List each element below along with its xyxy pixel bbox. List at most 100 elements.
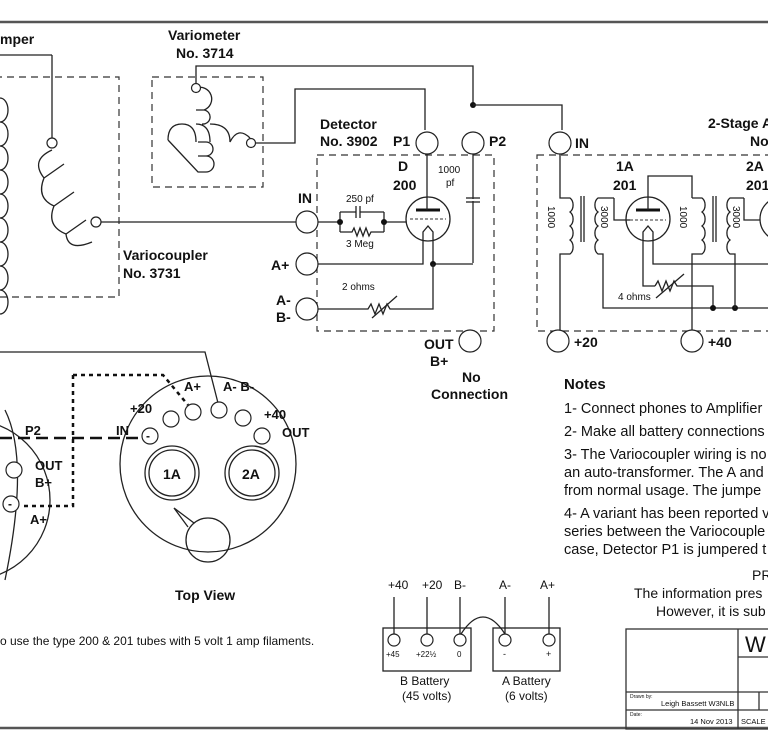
b-wire-plus20: +20 [422, 578, 443, 592]
amp-rheostat-label: 4 ohms [618, 292, 651, 303]
tv-a-plus-label: A+ [184, 379, 201, 394]
variocoupler-box [0, 76, 120, 298]
detector-number: No. 3902 [320, 133, 378, 149]
detector-b-minus-label: B- [276, 309, 291, 325]
variometer-box [151, 76, 264, 188]
note-line: series between the Variocouple [564, 524, 766, 540]
detector-a-plus-terminal[interactable] [295, 252, 319, 276]
grid-leak-network [318, 206, 406, 238]
title-block-title: W [745, 632, 766, 657]
grid-cap-label: 250 pf [346, 194, 374, 205]
no-connection-line1: No [462, 369, 481, 385]
b-wire-plus40: +40 [388, 578, 409, 592]
detector-out-label: OUT [424, 336, 454, 352]
drawn-by-value: Leigh Bassett W3NLB [661, 699, 734, 708]
detector-rheostat-label: 2 ohms [342, 282, 375, 293]
disclaimer-line1: PR [752, 567, 768, 583]
wire-variometer-to-p2 [195, 65, 474, 105]
amp-plus40-terminal[interactable] [680, 329, 704, 353]
tv-plus20-label: +20 [130, 401, 152, 416]
wire-variometer-to-p1 [256, 88, 426, 144]
tv-out-label: OUT [282, 425, 310, 440]
b-term-zero: 0 [457, 650, 462, 659]
rotor-bottom-terminal [90, 216, 102, 228]
jumper-label: mper [0, 31, 35, 47]
tv-socket1-label: 1A [163, 466, 181, 482]
transformer2-secondary-label: 3000 [730, 206, 741, 229]
drawn-by-label: Drawn by: [630, 694, 653, 700]
detector-out-terminal[interactable] [458, 329, 482, 353]
detector-p2-terminal[interactable] [461, 131, 485, 155]
disclaimer-line3: However, it is sub [656, 603, 766, 619]
b-wire-b-minus: B- [454, 578, 466, 592]
a-battery-volts: (6 volts) [505, 689, 548, 703]
amp-rheostat [654, 279, 714, 308]
detector-a-plus-label: A+ [271, 257, 289, 273]
top-view-panel [0, 351, 297, 581]
variometer-title: Variometer [168, 27, 241, 43]
scale-label: SCALE [741, 717, 766, 726]
variocoupler-rotor-coil [37, 55, 93, 247]
b-battery-volts: (45 volts) [402, 689, 451, 703]
tv-socket2-label: 2A [242, 466, 260, 482]
stage2-label: 2A [746, 158, 764, 174]
stage2-type: 201 [746, 177, 768, 193]
detector-box [316, 154, 495, 332]
stage1-tube [625, 175, 768, 287]
interstage-transformer-2 [691, 196, 768, 330]
variocoupler-title: Variocoupler [123, 247, 208, 263]
transformer1-secondary-label: 3000 [598, 206, 609, 229]
tv-minus-mark: - [146, 429, 150, 443]
tv-a-minus-b-minus-label: A- B- [223, 379, 254, 394]
battery-jumper-wire [460, 616, 506, 635]
note-line: 4- A variant has been reported v [564, 506, 768, 522]
date-value: 14 Nov 2013 [690, 717, 733, 726]
note-line: from normal usage. The jumpe [564, 483, 762, 499]
grid-leak-label: 3 Meg [346, 239, 374, 250]
detector-p2-label: P2 [489, 133, 506, 149]
detector-p1-terminal[interactable] [415, 131, 439, 155]
tv-left-p2-label: P2 [25, 423, 41, 438]
amp-in-terminal[interactable] [548, 131, 572, 155]
detector-p1-label: P1 [393, 133, 410, 149]
note-line: an auto-transformer. The A and [564, 465, 764, 481]
interstage-transformer-1 [559, 154, 768, 330]
amp-plus20-label: +20 [574, 334, 598, 350]
a-battery [492, 597, 561, 672]
note-line: 3- The Variocoupler wiring is no [564, 447, 767, 463]
detector-rheostat [318, 264, 434, 316]
bypass-cap-unit: pf [446, 178, 455, 189]
detector-tube-label: D [398, 158, 408, 174]
detector-b-plus-label: B+ [430, 353, 448, 369]
disclaimer-line2: The information pres [634, 585, 762, 601]
amplifier-box [536, 154, 768, 332]
tv-plus40-label: +40 [264, 407, 286, 422]
detector-in-terminal[interactable] [295, 210, 319, 234]
a-wire-a-minus: A- [499, 578, 511, 592]
b-battery-name: B Battery [400, 674, 449, 688]
a-term-plus: + [546, 649, 551, 659]
detector-title: Detector [320, 116, 377, 132]
date-label: Date: [630, 712, 642, 718]
detector-tube [405, 154, 451, 264]
wire-a-plus-filament [318, 242, 424, 265]
tv-in-label: IN [116, 423, 129, 438]
a-term-minus: - [503, 649, 506, 659]
socket-2a [224, 445, 280, 501]
transformer1-primary-label: 1000 [545, 206, 556, 229]
wire-p2-to-amp-in [473, 104, 563, 130]
note-line: 1- Connect phones to Amplifier [564, 401, 763, 417]
detector-a-minus-terminal[interactable] [295, 297, 319, 321]
b-term-plus22: +22½ [416, 650, 437, 659]
top-view-title: Top View [175, 587, 235, 603]
a-wire-a-plus: A+ [540, 578, 555, 592]
no-connection-line2: Connection [431, 386, 508, 402]
tv-left-a-plus-label: A+ [30, 512, 47, 527]
amp-plus40-label: +40 [708, 334, 732, 350]
bypass-cap-value: 1000 [438, 165, 461, 176]
amp-plus20-terminal[interactable] [546, 329, 570, 353]
a-battery-name: A Battery [502, 674, 551, 688]
tv-left-out-label: OUT [35, 458, 63, 473]
amplifier-cabinet-top [119, 375, 297, 553]
